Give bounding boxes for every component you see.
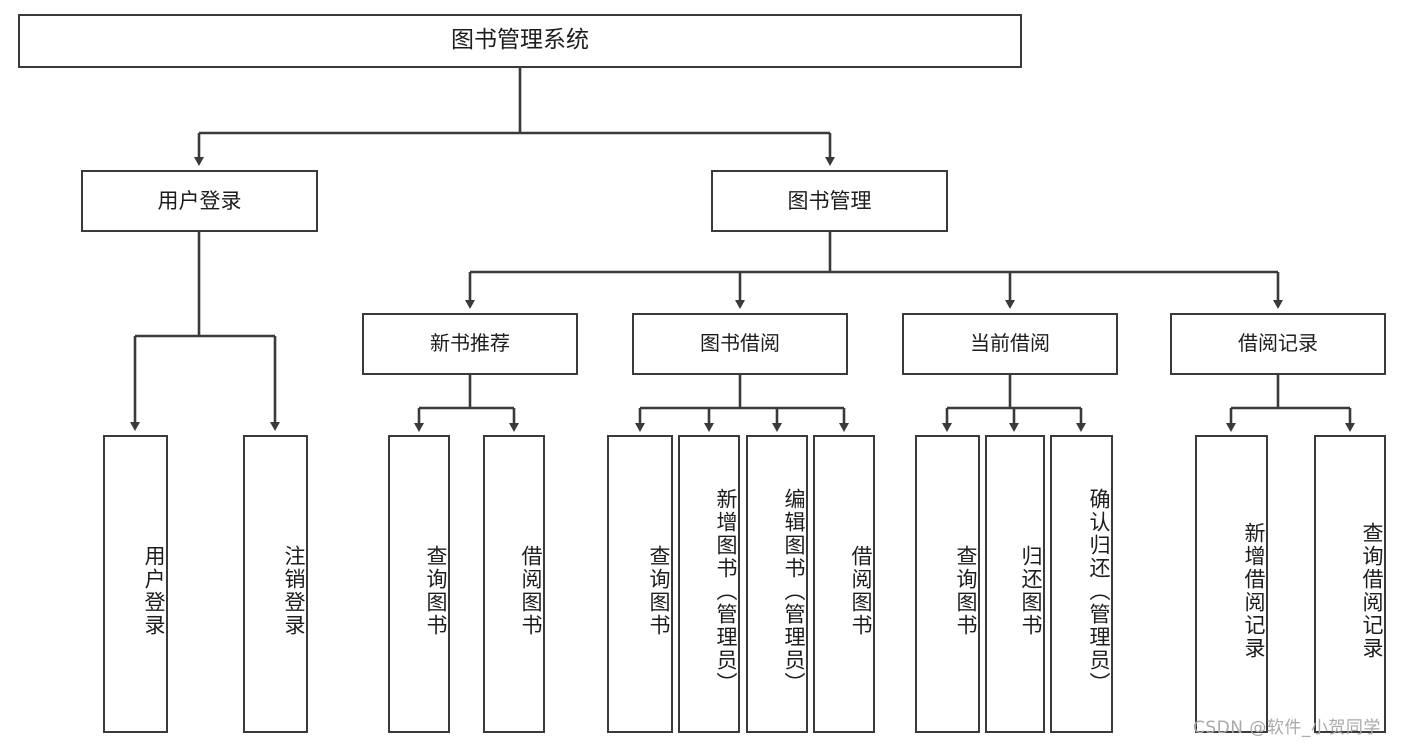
leaf-currentborrow-return-book[interactable]: 归还图书 — [985, 435, 1045, 733]
watermark-text: CSDN @软件_小贺同学 — [1193, 718, 1381, 738]
node-label: 用户登录 — [157, 188, 242, 213]
node-label: 借阅记录 — [1238, 331, 1318, 356]
node-label: 图书管理系统 — [451, 27, 589, 54]
node-borrow-record[interactable]: 借阅记录 — [1170, 313, 1386, 375]
node-label: 新增图书（管理员） — [714, 487, 738, 695]
node-book-manage[interactable]: 图书管理 — [711, 170, 948, 232]
node-label: 新书推荐 — [430, 331, 510, 356]
node-label: 当前借阅 — [970, 331, 1050, 356]
node-label: 编辑图书（管理员） — [782, 487, 806, 695]
node-root-system[interactable]: 图书管理系统 — [18, 14, 1022, 68]
node-new-book-recommend[interactable]: 新书推荐 — [362, 313, 578, 375]
node-label: 借阅图书 — [519, 545, 543, 637]
leaf-bookborrow-edit-book-admin[interactable]: 编辑图书（管理员） — [746, 435, 808, 733]
leaf-newbook-query-book[interactable]: 查询图书 — [388, 435, 450, 733]
node-label: 查询图书 — [954, 545, 978, 637]
node-current-borrow[interactable]: 当前借阅 — [902, 313, 1118, 375]
node-label: 查询借阅记录 — [1360, 522, 1384, 660]
node-label: 归还图书 — [1019, 545, 1043, 637]
leaf-user-login-signin[interactable]: 用户登录 — [103, 435, 168, 733]
leaf-bookborrow-add-book-admin[interactable]: 新增图书（管理员） — [678, 435, 740, 733]
node-label: 新增借阅记录 — [1242, 522, 1266, 660]
leaf-bookborrow-query-book[interactable]: 查询图书 — [607, 435, 673, 733]
node-label: 图书管理 — [787, 188, 872, 213]
leaf-user-login-signout[interactable]: 注销登录 — [243, 435, 308, 733]
node-label: 查询图书 — [424, 545, 448, 637]
leaf-borrowrecord-query-record[interactable]: 查询借阅记录 — [1314, 435, 1386, 733]
leaf-borrowrecord-add-record[interactable]: 新增借阅记录 — [1195, 435, 1268, 733]
node-label: 用户登录 — [142, 545, 166, 637]
node-label: 确认归还（管理员） — [1087, 487, 1111, 695]
node-book-borrow[interactable]: 图书借阅 — [632, 313, 848, 375]
leaf-newbook-borrow-book[interactable]: 借阅图书 — [483, 435, 545, 733]
node-label: 借阅图书 — [849, 545, 873, 637]
node-label: 图书借阅 — [700, 331, 780, 356]
leaf-currentborrow-confirm-return-admin[interactable]: 确认归还（管理员） — [1050, 435, 1113, 733]
leaf-currentborrow-query-book[interactable]: 查询图书 — [915, 435, 980, 733]
node-user-login[interactable]: 用户登录 — [81, 170, 318, 232]
node-label: 查询图书 — [647, 545, 671, 637]
leaf-bookborrow-borrow-book[interactable]: 借阅图书 — [813, 435, 875, 733]
node-label: 注销登录 — [282, 545, 306, 637]
